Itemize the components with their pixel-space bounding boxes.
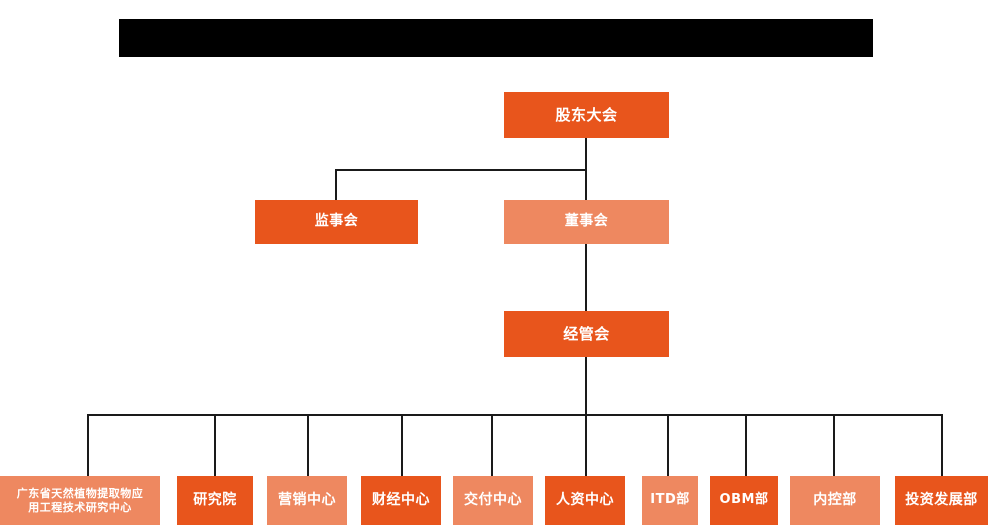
node-board-of-directors[interactable]: 董事会 bbox=[504, 200, 669, 244]
connector-level1-bus bbox=[335, 169, 587, 171]
node-delivery-center[interactable]: 交付中心 bbox=[453, 476, 533, 525]
node-research-center-gd[interactable]: 广东省天然植物提取物应 用工程技术研究中心 bbox=[0, 476, 160, 525]
node-label: 投资发展部 bbox=[905, 491, 978, 508]
node-label: 董事会 bbox=[564, 213, 609, 230]
connector-directors-to-management bbox=[585, 244, 587, 311]
connector-to-obm-department bbox=[745, 414, 747, 476]
node-label: 经管会 bbox=[563, 324, 610, 343]
connector-to-research-institute bbox=[214, 414, 216, 476]
connector-management-stem bbox=[585, 357, 587, 416]
node-shareholders-meeting[interactable]: 股东大会 bbox=[504, 92, 669, 138]
connector-to-delivery-center bbox=[491, 414, 493, 476]
node-label-line-2: 用工程技术研究中心 bbox=[28, 500, 132, 514]
node-marketing-center[interactable]: 营销中心 bbox=[267, 476, 347, 525]
node-finance-center[interactable]: 财经中心 bbox=[361, 476, 441, 525]
node-itd-department[interactable]: ITD部 bbox=[642, 476, 698, 525]
connector-to-investment-development-department bbox=[941, 414, 943, 476]
node-label: ITD部 bbox=[650, 492, 690, 508]
connector-to-board-of-directors bbox=[585, 169, 587, 201]
node-research-institute[interactable]: 研究院 bbox=[177, 476, 253, 525]
node-label: 交付中心 bbox=[464, 491, 522, 508]
connector-to-research-center-gd bbox=[87, 414, 89, 476]
node-hr-center[interactable]: 人资中心 bbox=[545, 476, 625, 525]
connector-to-board-of-supervisors bbox=[335, 169, 337, 201]
redacted-title-bar bbox=[119, 19, 873, 57]
node-label: 内控部 bbox=[813, 491, 857, 508]
node-label: OBM部 bbox=[719, 492, 769, 508]
node-label: 股东大会 bbox=[555, 105, 618, 124]
connector-to-internal-control-department bbox=[833, 414, 835, 476]
node-label: 财经中心 bbox=[372, 491, 430, 508]
connector-departments-bus bbox=[87, 414, 943, 416]
connector-to-finance-center bbox=[401, 414, 403, 476]
node-label: 营销中心 bbox=[278, 491, 336, 508]
connector-to-marketing-center bbox=[307, 414, 309, 476]
node-investment-development-department[interactable]: 投资发展部 bbox=[895, 476, 988, 525]
connector-shareholders-stem bbox=[585, 138, 587, 170]
node-label: 研究院 bbox=[193, 491, 237, 508]
node-obm-department[interactable]: OBM部 bbox=[710, 476, 778, 525]
node-board-of-supervisors[interactable]: 监事会 bbox=[255, 200, 418, 244]
node-label: 监事会 bbox=[314, 213, 359, 230]
node-label-line-1: 广东省天然植物提取物应 bbox=[16, 486, 144, 500]
node-management-committee[interactable]: 经管会 bbox=[504, 311, 669, 357]
node-internal-control-department[interactable]: 内控部 bbox=[790, 476, 880, 525]
connector-to-hr-center bbox=[585, 414, 587, 476]
connector-to-itd-department bbox=[667, 414, 669, 476]
node-label: 人资中心 bbox=[556, 491, 614, 508]
